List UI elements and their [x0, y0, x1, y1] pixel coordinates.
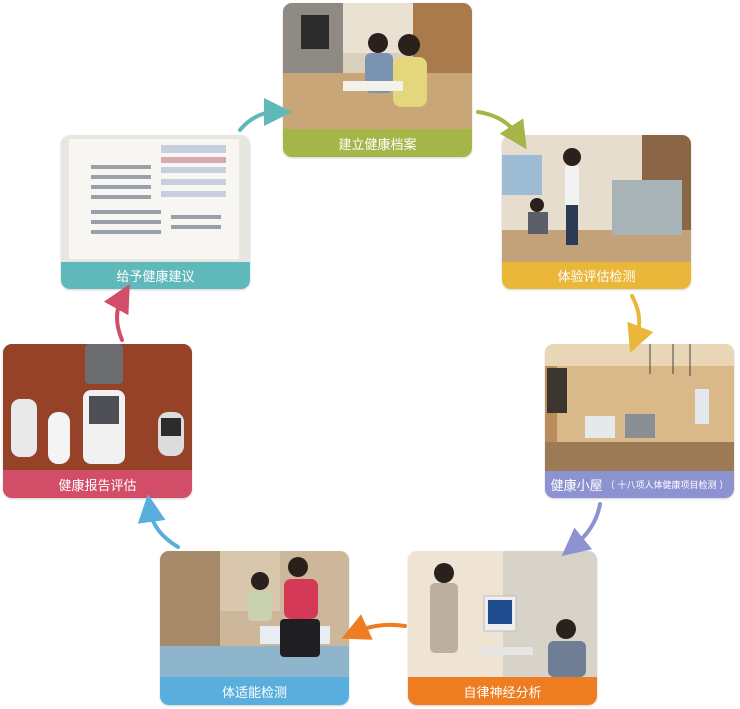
step-title: 给予健康建议 [116, 270, 195, 285]
step-label-fitness: 体适能检测 [160, 677, 349, 705]
step-card-assessment: 体验评估检测 [502, 135, 691, 289]
arrow-fitness-to-report [137, 494, 180, 549]
photo-fitness [160, 551, 349, 677]
step-title: 体验评估检测 [557, 270, 636, 285]
step-card-advice: 给予健康建议 [61, 135, 250, 289]
step-card-health-cabin: 健康小屋（ 十八项人体健康项目检测 ） [545, 344, 734, 498]
photo-autonomic [408, 551, 597, 677]
arrow-report-to-advice [103, 284, 130, 342]
step-label-report: 健康报告评估 [3, 470, 192, 498]
arrow-file-to-assessment [476, 110, 527, 150]
step-card-report: 健康报告评估 [3, 344, 192, 498]
step-card-fitness: 体适能检测 [160, 551, 349, 705]
photo-health-file [283, 3, 472, 129]
step-subtitle: （ 十八项人体健康项目检测 ） [605, 481, 729, 491]
arrow-advice-to-file [238, 98, 292, 132]
step-card-health-file: 建立健康档案 [283, 3, 472, 157]
step-title: 健康小屋 [550, 479, 603, 494]
step-label-health-cabin: 健康小屋（ 十八项人体健康项目检测 ） [545, 471, 734, 498]
arrow-cabin-to-autonomic [561, 502, 602, 557]
arrow-assessment-to-cabin [627, 294, 654, 353]
photo-advice [61, 135, 250, 262]
arrow-autonomic-to-fitness [341, 614, 407, 640]
step-title: 建立健康档案 [338, 137, 417, 153]
step-label-health-file: 建立健康档案 [283, 129, 472, 157]
step-label-autonomic: 自律神经分析 [408, 677, 597, 705]
photo-report [3, 344, 192, 470]
step-title: 健康报告评估 [58, 478, 137, 494]
step-title: 自律神经分析 [463, 685, 542, 701]
step-title: 体适能检测 [221, 685, 287, 701]
photo-assessment [502, 135, 691, 262]
step-label-assessment: 体验评估检测 [502, 262, 691, 289]
step-card-autonomic: 自律神经分析 [408, 551, 597, 705]
step-label-advice: 给予健康建议 [61, 262, 250, 289]
photo-health-cabin [545, 344, 734, 471]
